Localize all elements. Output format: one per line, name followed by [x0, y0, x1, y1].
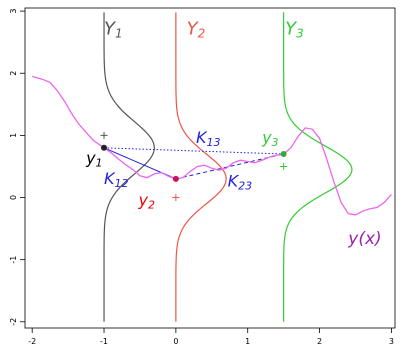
x-tick-label: -2	[28, 337, 36, 346]
x-tick-label: 1	[245, 337, 250, 346]
x-tick-label: 3	[389, 337, 394, 346]
point-y2	[172, 175, 179, 182]
y-tick-label: 0	[9, 195, 18, 200]
plus-marker-3	[280, 162, 288, 170]
label-y3: Y3	[285, 19, 304, 41]
densities: Y1 Y2 Y3	[103, 12, 353, 322]
label-y2: Y2	[187, 19, 206, 41]
y-tick-label: -1	[9, 256, 18, 264]
line-y3	[283, 12, 353, 322]
plot-frame	[24, 7, 396, 329]
plus-marker-2	[172, 194, 180, 202]
x-tick-label: 0	[173, 337, 178, 346]
point-label-y2: y2	[138, 191, 155, 212]
point-y3	[280, 151, 287, 158]
x-tick-label: -1	[100, 337, 108, 346]
y-tick-label: 2	[9, 71, 18, 76]
axes: -2 -1 0 1 2 3 -2 -1 0 1 2 3	[9, 9, 394, 346]
kernel-label-k23: K23	[228, 171, 253, 192]
label-y1: Y1	[104, 19, 123, 41]
points	[100, 131, 288, 202]
y-tick-label: 3	[9, 9, 18, 14]
line-y2	[175, 12, 227, 322]
x-tick-label: 2	[317, 337, 322, 346]
point-label-y3: y3	[261, 128, 278, 149]
process-curve	[31, 75, 392, 216]
process-curve-group	[31, 75, 392, 216]
point-label-y1: y1	[85, 148, 102, 169]
y-tick-label: -2	[9, 318, 18, 326]
y-tick-label: 1	[9, 133, 18, 138]
kernel-label-k13: K13	[196, 128, 221, 149]
line-y1	[103, 12, 155, 322]
connections	[103, 147, 284, 180]
connection-dotted	[104, 147, 284, 155]
plus-marker-1	[100, 131, 108, 139]
curve-label: y(x)	[347, 229, 381, 249]
kernel-label-k12: K12	[104, 169, 129, 190]
point-y1	[101, 144, 108, 151]
